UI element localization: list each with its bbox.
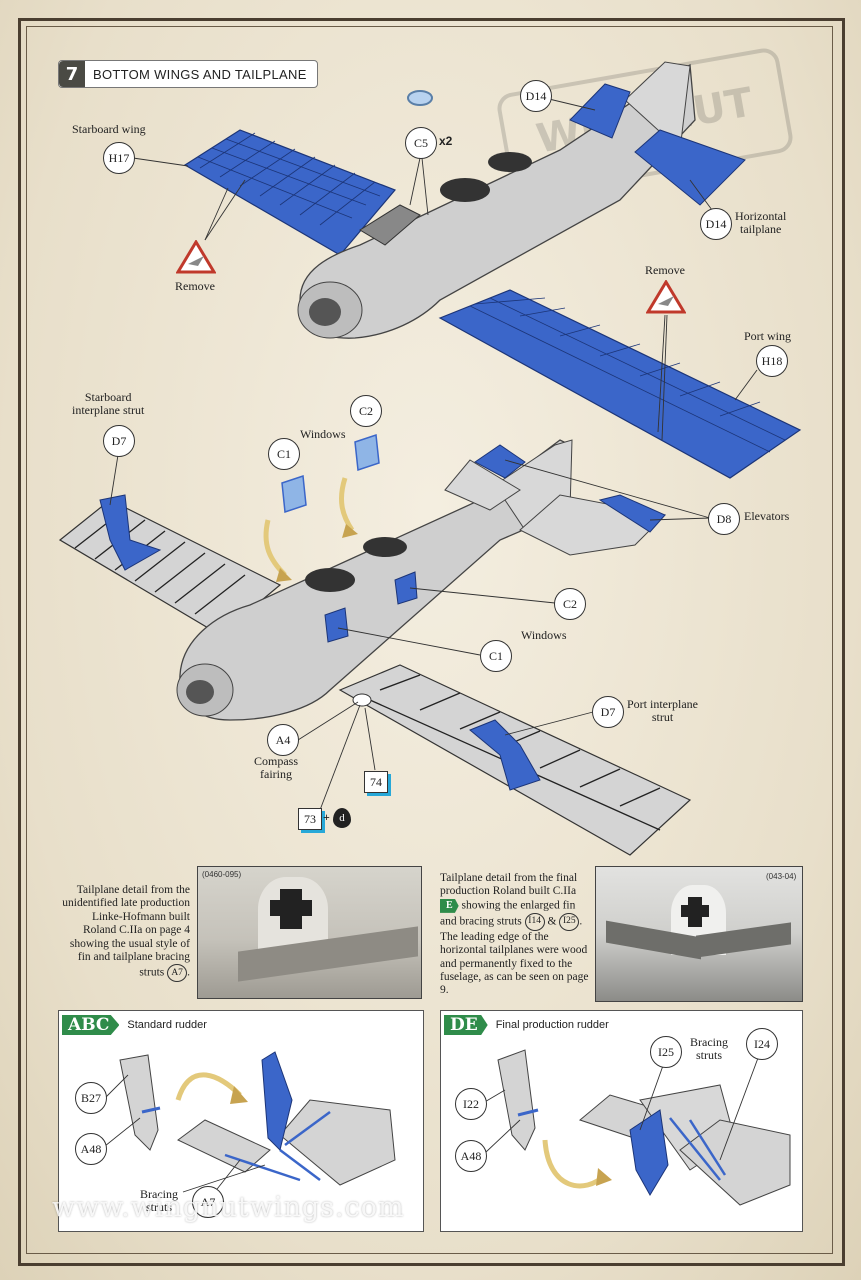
part-a48-abc: A48	[75, 1133, 107, 1165]
starboard-strut-label: Starboard interplane strut	[72, 390, 145, 417]
part-a48-de: A48	[455, 1140, 487, 1172]
windows-label-right: Windows	[521, 628, 567, 642]
part-d7-left: D7	[103, 425, 135, 457]
remove-label-left: Remove	[175, 279, 215, 293]
right-caption-amp: &	[547, 915, 557, 928]
quantity-x2: x2	[439, 134, 453, 148]
left-caption: Tailplane detail from the unidentified l…	[58, 884, 190, 983]
right-caption-text-3: . The leading edge of the horizontal tai…	[440, 915, 589, 997]
plus-sign: +	[323, 810, 330, 824]
page-frame-outer	[18, 18, 845, 1266]
elevators-label: Elevators	[744, 509, 790, 523]
panel-abc-header: ABC Standard rudder	[62, 1015, 207, 1035]
part-h18: H18	[756, 345, 788, 377]
d7-strut-left	[99, 494, 162, 571]
page-frame-inner	[26, 26, 833, 1254]
step-header: 7 BOTTOM WINGS AND TAILPLANE	[58, 60, 318, 88]
right-caption-text-1: Tailplane detail from the final producti…	[440, 872, 578, 898]
part-b27: B27	[75, 1082, 107, 1114]
paint-ref-74: 74	[364, 771, 388, 793]
right-caption: Tailplane detail from the final producti…	[440, 872, 590, 998]
starboard-wing-label: Starboard wing	[72, 122, 146, 136]
photo-left-tag: (0460-095)	[202, 870, 242, 879]
drybrush-icon: d	[333, 808, 351, 828]
part-c1-top: C1	[268, 438, 300, 470]
part-i24: I24	[746, 1028, 778, 1060]
c2-window-loose	[354, 433, 380, 472]
d14-tail-lower	[634, 129, 746, 206]
part-h17: H17	[103, 142, 135, 174]
part-i25: I25	[650, 1036, 682, 1068]
c1-window-loose	[281, 474, 307, 514]
panel-abc-title: Standard rudder	[127, 1019, 207, 1031]
remove-warning-icon-left	[176, 240, 216, 274]
arrow-c1	[263, 519, 287, 577]
part-d7-right: D7	[592, 696, 624, 728]
part-d8: D8	[708, 503, 740, 535]
remove-warning-icon-right	[646, 280, 686, 314]
part-c1-right: C1	[480, 640, 512, 672]
right-caption-text-2: showing the enlarged fin and bracing str…	[440, 899, 576, 928]
part-c2-top: C2	[350, 395, 382, 427]
part-c5: C5	[405, 127, 437, 159]
part-d14-top: D14	[520, 80, 552, 112]
compass-fairing-label: Compass fairing	[254, 754, 299, 781]
port-strut-label: Port interplane strut	[627, 697, 698, 724]
d8-elevator-upper	[474, 444, 526, 479]
right-caption-ref2: I25	[559, 912, 580, 931]
d7-strut-right	[469, 719, 541, 791]
left-caption-ref: A7	[167, 964, 188, 983]
c1-window-installed	[324, 607, 349, 643]
starboard-wing-part	[183, 129, 397, 256]
left-caption-text: Tailplane detail from the unidentified l…	[62, 884, 190, 980]
photo-left-tailplane: (0460-095)	[197, 866, 422, 999]
panel-de-code: DE	[444, 1015, 488, 1035]
panel-de-title: Final production rudder	[495, 1019, 609, 1031]
arrow-c2	[339, 477, 355, 532]
port-wing-part	[438, 289, 802, 479]
photo-right-tag: (043-04)	[766, 872, 797, 881]
d8-elevator-lower	[598, 494, 666, 533]
tailplane-left	[444, 459, 521, 511]
abc-bracing-label: Bracing struts	[140, 1187, 178, 1214]
port-wing-label: Port wing	[744, 329, 792, 343]
photo-right-tailplane: (043-04)	[595, 866, 803, 1002]
part-i22: I22	[455, 1088, 487, 1120]
right-caption-ref1: I14	[524, 912, 545, 931]
horizontal-tailplane-label: Horizontal tailplane	[735, 209, 787, 236]
panel-abc-code: ABC	[62, 1015, 120, 1035]
right-caption-badge: E	[440, 898, 459, 913]
remove-label-right: Remove	[645, 263, 685, 277]
part-a7: A7	[192, 1186, 224, 1218]
part-a4: A4	[267, 724, 299, 756]
panel-de-header: DE Final production rudder	[444, 1015, 609, 1035]
step-title: BOTTOM WINGS AND TAILPLANE	[93, 66, 307, 82]
d14-tail-upper	[569, 83, 631, 139]
part-c2-right: C2	[554, 588, 586, 620]
de-bracing-label: Bracing struts	[690, 1035, 728, 1062]
paint-ref-73: 73	[298, 808, 322, 830]
website-watermark: www.wingnutwings.com	[52, 1192, 405, 1223]
c2-window-installed	[394, 571, 418, 605]
step-number: 7	[59, 61, 85, 87]
windows-label-top: Windows	[300, 427, 346, 441]
part-d14-bottom: D14	[700, 208, 732, 240]
